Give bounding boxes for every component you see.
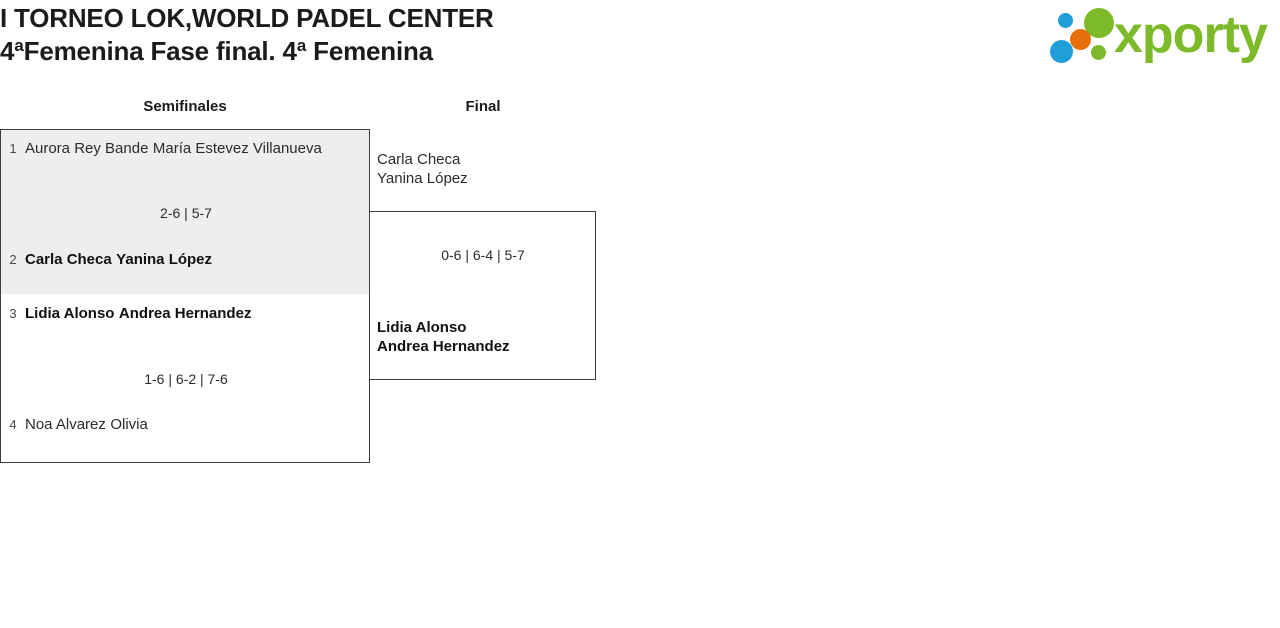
match-final[interactable]: 0-6 | 6-4 | 5-7 [369,211,596,380]
xporty-logo-text: xporty [1114,6,1268,64]
logo-dot-orange [1070,29,1091,50]
logo-dot-blue-small [1058,13,1073,28]
match-score: 2-6 | 5-7 [160,205,212,221]
team-names: Carla Checa Yanina López [25,250,371,269]
round-header-final: Final [465,98,501,115]
tournament-title-line-2: 4ªFemenina Fase final. 4ª Femenina [0,36,433,66]
seed-number: 4 [9,416,17,432]
logo-dot-green-small [1091,45,1106,60]
semifinal-1-competitor-top[interactable]: 1 Aurora Rey Bande María Estevez Villanu… [1,139,371,158]
final-competitor-top[interactable]: Carla Checa Yanina López [377,150,468,188]
match-semifinal-1[interactable]: 1 Aurora Rey Bande María Estevez Villanu… [0,129,370,295]
player-name: Andrea Hernandez [377,338,510,355]
semifinal-2-competitor-bottom[interactable]: 4 Noa Alvarez Olivia [1,415,371,434]
player-name: Carla Checa [377,151,461,168]
player-name: Andrea Hernandez [118,305,252,322]
seed-number: 2 [9,251,17,267]
player-name: Noa Alvarez [25,416,106,433]
tournament-title: I TORNEO LOK,WORLD PADEL CENTER 4ªFemeni… [0,2,1000,68]
player-name: Yanina López [377,170,468,187]
team-names: Lidia Alonso Andrea Hernandez [25,304,371,323]
player-name: María Estevez Villanueva [152,140,322,157]
logo-dot-blue-large [1050,40,1073,63]
tournament-title-line-1: I TORNEO LOK,WORLD PADEL CENTER [0,3,494,33]
final-competitor-bottom[interactable]: Lidia Alonso Andrea Hernandez [377,318,510,356]
round-header-semifinals: Semifinales [143,98,227,115]
team-names: Aurora Rey Bande María Estevez Villanuev… [25,139,371,158]
page-header: I TORNEO LOK,WORLD PADEL CENTER 4ªFemeni… [0,0,1280,88]
player-name: Lidia Alonso [25,305,115,322]
player-name: Yanina López [116,251,213,268]
player-name: Lidia Alonso [377,319,467,336]
xporty-logo-dots-icon [1048,6,1122,64]
xporty-logo[interactable]: xporty [1048,6,1276,64]
match-score: 0-6 | 6-4 | 5-7 [441,247,525,263]
seed-number: 3 [9,305,17,321]
player-name: Olivia [110,416,148,433]
player-name: Aurora Rey Bande [25,140,149,157]
semifinal-2-competitor-top[interactable]: 3 Lidia Alonso Andrea Hernandez [1,304,371,323]
match-semifinal-2[interactable]: 3 Lidia Alonso Andrea Hernandez 1-6 | 6-… [0,294,370,463]
player-name: Carla Checa [25,251,112,268]
match-score: 1-6 | 6-2 | 7-6 [144,371,228,387]
team-names: Noa Alvarez Olivia [25,415,371,434]
semifinal-1-competitor-bottom[interactable]: 2 Carla Checa Yanina López [1,250,371,269]
seed-number: 1 [9,140,17,156]
